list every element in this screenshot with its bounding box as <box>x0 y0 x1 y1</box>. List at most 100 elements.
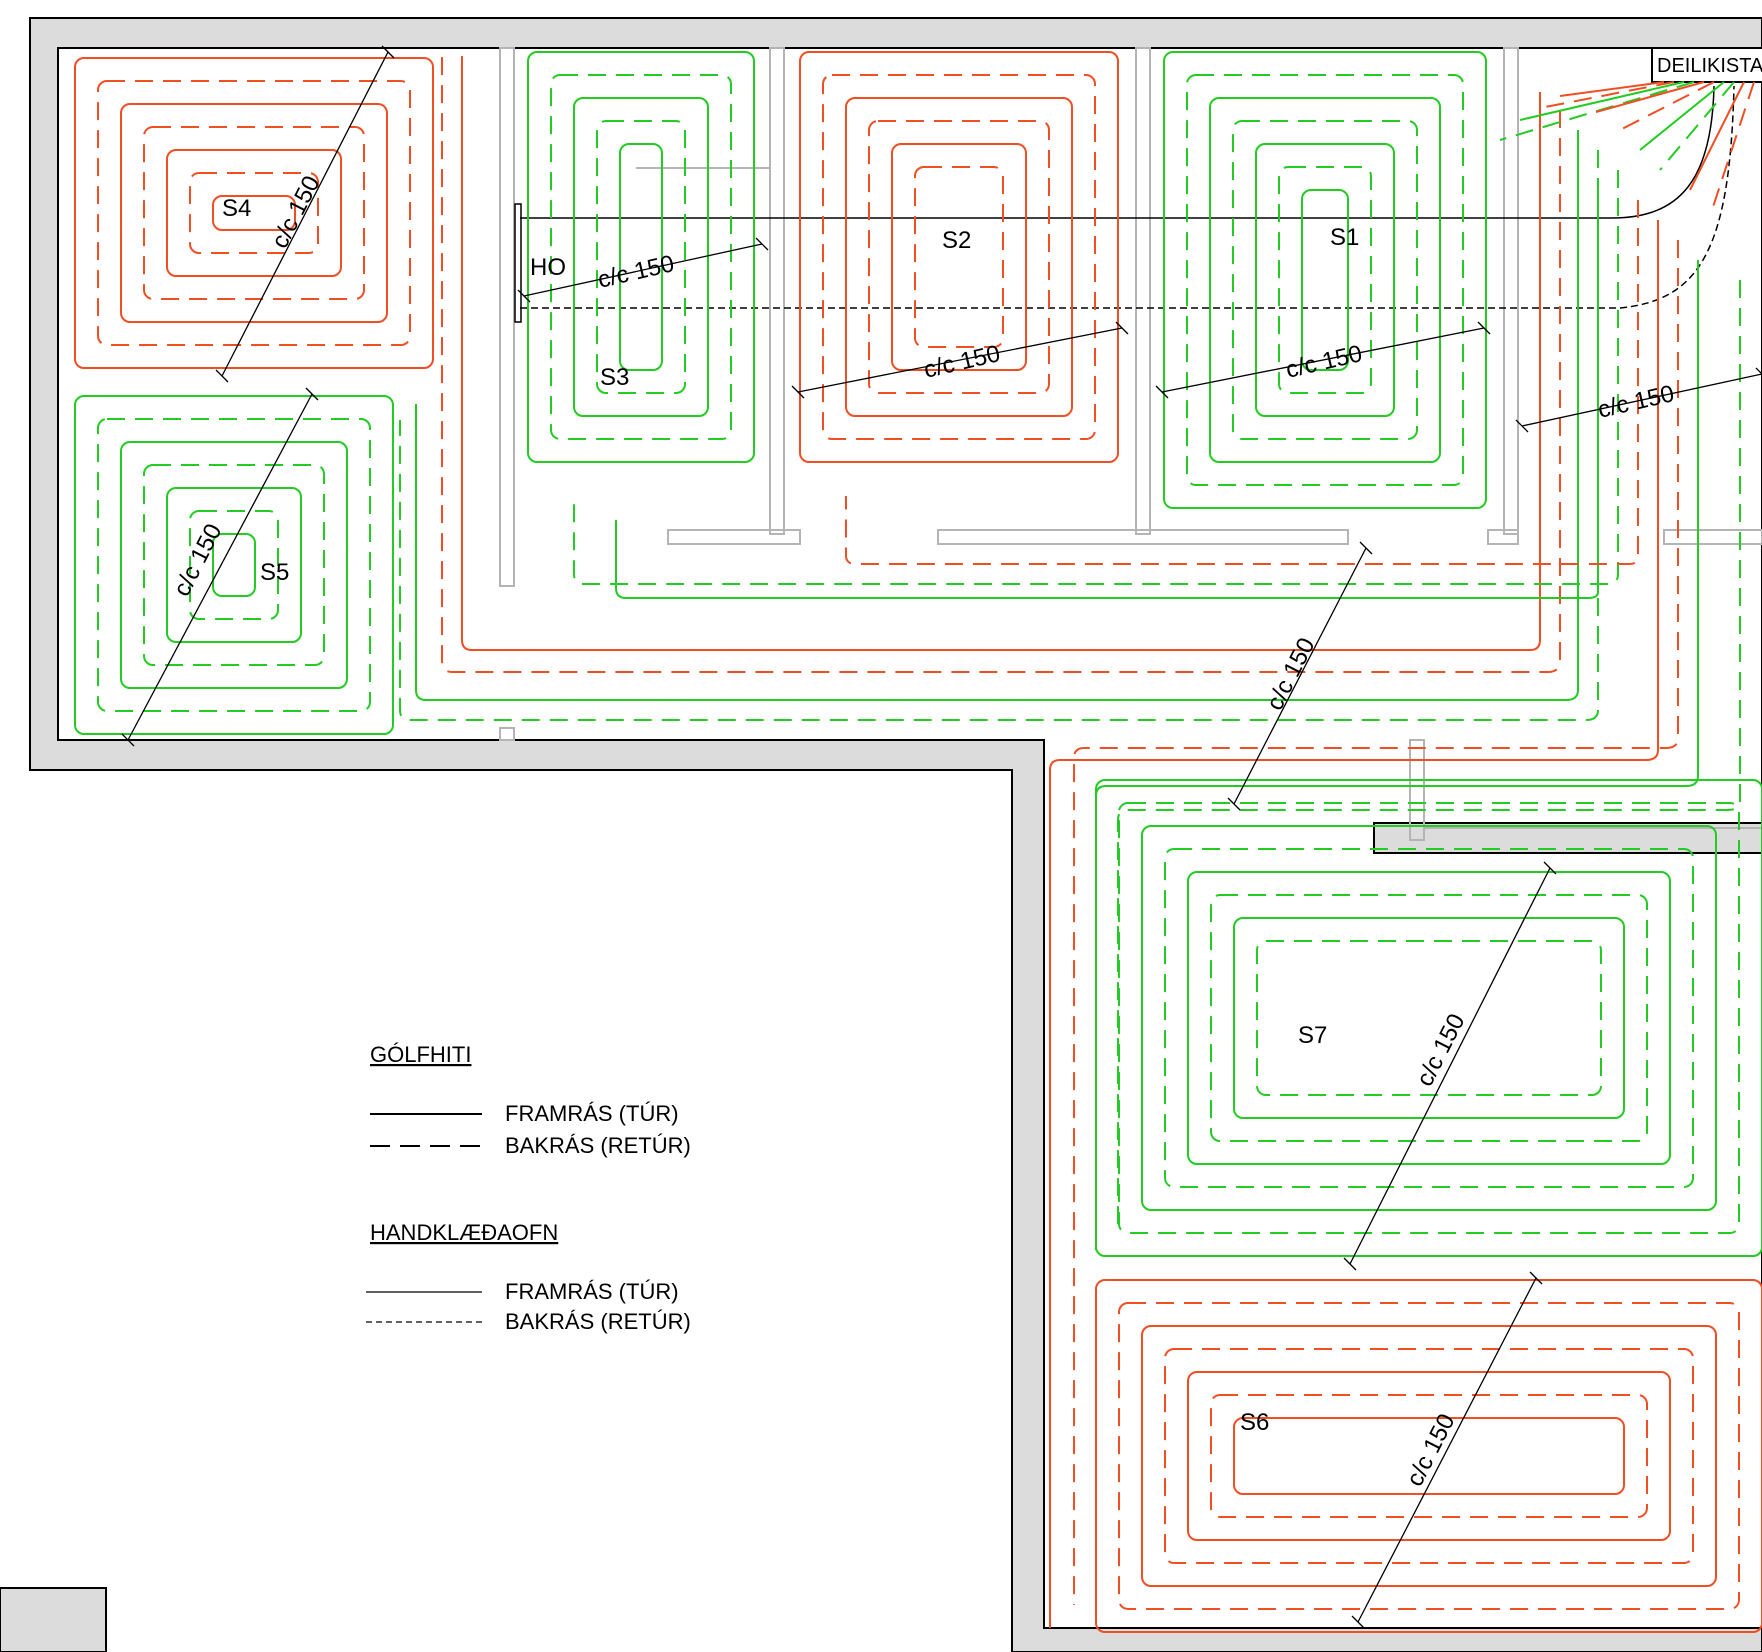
loop-s6 <box>1095 1279 1762 1633</box>
legend-towel-radiator-title: HANDKLÆÐAOFN <box>370 1220 558 1245</box>
loop-label-s7: S7 <box>1298 1022 1327 1049</box>
hall-pipe-run <box>845 200 1639 565</box>
spacing-dimension-line <box>221 51 389 377</box>
loop-s6-turn <box>1141 1325 1717 1587</box>
manifold-connection <box>1659 81 1735 171</box>
loop-label-s4: S4 <box>222 195 251 222</box>
hall-pipe-run <box>461 56 1541 651</box>
loop-s2-turn <box>822 74 1096 440</box>
manifold-feed-lines <box>399 56 1755 1628</box>
legend-towel-supply-label: FRAMRÁS (TÚR) <box>505 1279 679 1304</box>
loop-s6-turn <box>1095 1279 1762 1633</box>
loop-s7-turn <box>1141 825 1717 1211</box>
loop-s5-turn <box>143 464 325 666</box>
loop-s3-turn <box>527 51 755 463</box>
dimension-tick <box>1529 1271 1543 1285</box>
loop-s5-turn <box>74 395 394 735</box>
dimension-tick <box>305 387 319 401</box>
loop-s5-turn <box>166 487 302 643</box>
interior-partitions <box>499 47 1762 841</box>
loop-s1 <box>1163 51 1487 509</box>
spacing-label-s1: c/c 150 <box>1283 340 1364 384</box>
dimension-tick <box>1543 861 1557 875</box>
spacing-dimension-line <box>1349 867 1551 1265</box>
hall-pipe-run <box>1073 240 1679 1605</box>
legend-floor-return-label: BAKRÁS (RETÚR) <box>505 1133 691 1158</box>
loop-s7-turn <box>1164 848 1694 1188</box>
towel-radiator-return <box>520 85 1735 309</box>
legend-towel-return-label: BAKRÁS (RETÚR) <box>505 1309 691 1334</box>
loop-s4-turn <box>120 103 388 323</box>
loop-s4-turn <box>143 126 365 300</box>
loop-s1-turn <box>1186 74 1464 486</box>
loop-s3-turn <box>550 74 732 440</box>
loop-label-s5: S5 <box>260 559 289 586</box>
loop-s4-turn <box>97 80 411 346</box>
exterior-walls <box>0 17 1762 1652</box>
dimension-tick <box>791 385 805 399</box>
loop-s4-turn <box>74 57 434 369</box>
spacing-dimension-line <box>1233 547 1367 805</box>
hall-pipe-run <box>1117 280 1741 1230</box>
loop-s4-turn <box>189 172 319 254</box>
hall-pipe-run <box>415 130 1579 701</box>
legend-floor-heating-title: GÓLFHITI <box>370 1042 471 1067</box>
manifold-connection <box>1559 81 1665 97</box>
loop-s7-turn <box>1187 871 1671 1165</box>
dimension-tick <box>381 45 395 59</box>
hall-pipe-run <box>1095 260 1699 1250</box>
dimension-tick <box>121 733 135 747</box>
loop-s5-turn <box>120 441 348 689</box>
manifold-connection <box>1711 81 1755 211</box>
spacing-label-s5: c/c 150 <box>168 520 227 601</box>
legend: GÓLFHITI FRAMRÁS (TÚR) BAKRÁS (RETÚR) HA… <box>366 1042 691 1334</box>
towel-radiator-label: HO <box>530 254 566 281</box>
loop-s3-turn <box>596 120 686 394</box>
dimension-tick <box>1155 385 1169 399</box>
loop-s6-turn <box>1233 1417 1625 1495</box>
manifold-connection <box>1539 81 1675 109</box>
spacing-label-corridor: c/c 150 <box>1595 380 1676 424</box>
spacing-dimension-line <box>797 327 1123 393</box>
dimension-tick <box>215 369 229 383</box>
loop-s5-turn <box>189 510 279 620</box>
loop-s1-turn <box>1255 143 1395 417</box>
loop-label-s2: S2 <box>942 227 971 254</box>
loop-s1-turn <box>1209 97 1441 463</box>
spacing-label-s3: c/c 150 <box>595 250 676 294</box>
heating-loops <box>74 51 1762 1633</box>
manifold-label: DEILIKISTA <box>1657 55 1762 77</box>
loop-s6-turn <box>1118 1302 1740 1610</box>
manifold: DEILIKISTA <box>1651 47 1762 83</box>
towel-radiator-piping <box>514 85 1735 323</box>
manifold-connection <box>1595 81 1705 113</box>
loop-label-s6: S6 <box>1240 1409 1269 1436</box>
dimension-tick <box>1477 321 1491 335</box>
manifold-connection <box>1639 81 1725 151</box>
dimension-tick <box>1227 797 1241 811</box>
towel-radiator-supply <box>520 85 1715 219</box>
loop-s2-turn <box>799 51 1119 463</box>
loop-s2-turn <box>845 97 1073 417</box>
manifold-connection <box>1689 81 1745 191</box>
loop-s7-turn <box>1256 940 1602 1096</box>
loop-s3-turn <box>619 143 663 371</box>
dimension-tick <box>1359 541 1373 555</box>
manifold-connection <box>1619 81 1715 131</box>
spacing-label-s6: c/c 150 <box>1401 1410 1460 1491</box>
spacing-dimension-line <box>1357 1277 1537 1623</box>
loop-s1-turn <box>1301 189 1349 371</box>
loop-s5 <box>74 395 394 735</box>
legend-floor-supply-label: FRAMRÁS (TÚR) <box>505 1101 679 1126</box>
loop-s6-turn <box>1164 1348 1694 1564</box>
loop-s6-turn <box>1187 1371 1671 1541</box>
loop-s4 <box>74 57 434 369</box>
loop-s5-turn <box>97 418 371 712</box>
loop-s1-turn <box>1163 51 1487 509</box>
spacing-label-s4: c/c 150 <box>266 172 325 253</box>
loop-s3-turn <box>573 97 709 417</box>
hall-pipe-run <box>573 170 1619 585</box>
loop-s4-turn <box>166 149 342 277</box>
towel-radiator-symbol <box>514 203 522 323</box>
